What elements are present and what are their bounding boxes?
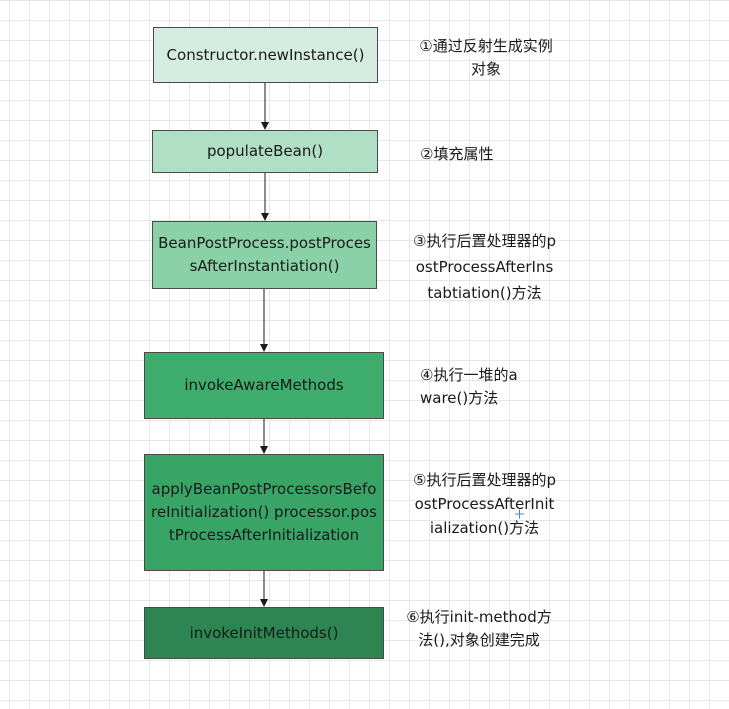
note-6: ⑥执行init-method方法(),对象创建完成: [406, 608, 552, 649]
step-3-post-process-after-instantiation: BeanPostProcess.postProcessAfterInstanti…: [152, 221, 377, 289]
cursor-crosshair-icon: [515, 509, 524, 519]
note-5: ⑤执行后置处理器的postProcessAfterInitialization(…: [413, 471, 556, 537]
step-4-invoke-aware-methods: invokeAwareMethods: [144, 352, 384, 419]
step-5-apply-bean-post-processors: applyBeanPostProcessorsBeforeInitializat…: [144, 454, 384, 571]
step-1-constructor-newinstance: Constructor.newInstance(): [153, 27, 378, 83]
note-1: ①通过反射生成实例对象: [419, 37, 553, 78]
note-2: ②填充属性: [420, 145, 494, 163]
note-4: ④执行一堆的aware()方法: [420, 366, 518, 407]
note-3: ③执行后置处理器的postProcessAfterInstabtiation()…: [413, 232, 556, 302]
step-2-populate-bean: populateBean(): [152, 130, 378, 173]
step-6-invoke-init-methods: invokeInitMethods(): [144, 607, 384, 659]
